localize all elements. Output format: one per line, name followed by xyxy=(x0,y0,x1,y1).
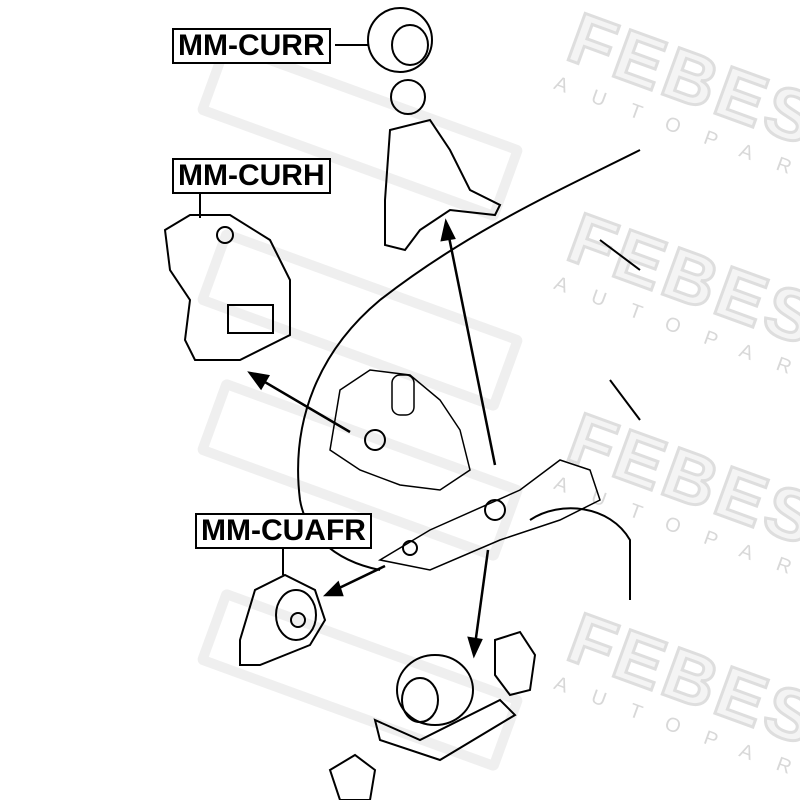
mount-point xyxy=(364,429,386,451)
subframe xyxy=(377,459,601,571)
arrow xyxy=(467,549,490,659)
part-mm-cuafr xyxy=(239,573,327,666)
part-label-mm-cuafr: MM-CUAFR xyxy=(195,513,372,549)
fender-line xyxy=(599,239,641,421)
mount-point xyxy=(484,499,506,521)
mount-point xyxy=(402,540,418,556)
part-lower-mount xyxy=(328,630,537,800)
engine-block xyxy=(329,369,471,491)
wheel-arch xyxy=(529,507,631,600)
engine-cylinder xyxy=(391,374,415,416)
part-label-mm-curh: MM-CURH xyxy=(172,158,331,194)
part-label-mm-curr: MM-CURR xyxy=(172,28,331,64)
part-mm-curr xyxy=(367,7,502,252)
arrow xyxy=(247,371,351,434)
part-mm-curh xyxy=(163,214,291,361)
arrow xyxy=(322,564,386,597)
arrow xyxy=(440,218,497,466)
